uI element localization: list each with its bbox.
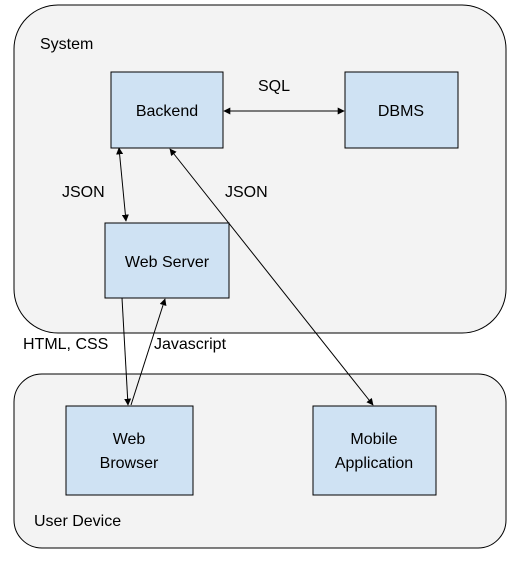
system-group: System	[13, 4, 507, 334]
web-server-label: Web Server	[125, 254, 210, 271]
backend-node: Backend	[110, 71, 224, 149]
backend-label: Backend	[136, 103, 198, 120]
mobile-application-label-line2: Application	[335, 455, 413, 472]
backend-webserver-label: JSON	[62, 184, 105, 201]
mobile-application-box	[312, 405, 437, 496]
backend-mobile-label: JSON	[225, 184, 268, 201]
system-label: System	[40, 36, 93, 53]
backend-mobile-arrow	[169, 148, 374, 406]
dbms-label: DBMS	[378, 103, 424, 120]
backend-dbms-label: SQL	[258, 78, 290, 95]
system-container	[13, 4, 507, 334]
mobile-application-node: Mobile Application	[312, 405, 437, 496]
web-browser-label-line2: Browser	[100, 455, 159, 472]
mobile-application-label-line1: Mobile	[350, 431, 397, 448]
dbms-box	[344, 71, 459, 149]
browser-webserver-label: Javascript	[154, 336, 227, 353]
backend-box	[110, 71, 224, 149]
web-server-node: Web Server	[104, 222, 230, 299]
web-browser-node: Web Browser	[65, 405, 194, 496]
user-device-label: User Device	[34, 513, 121, 530]
web-browser-label-line1: Web	[113, 431, 146, 448]
webserver-browser-arrow	[121, 297, 132, 406]
web-browser-box	[65, 405, 194, 496]
browser-webserver-arrow	[130, 298, 167, 406]
webserver-browser-label: HTML, CSS	[23, 336, 108, 353]
dbms-node: DBMS	[344, 71, 459, 149]
backend-webserver-arrow	[116, 147, 129, 222]
